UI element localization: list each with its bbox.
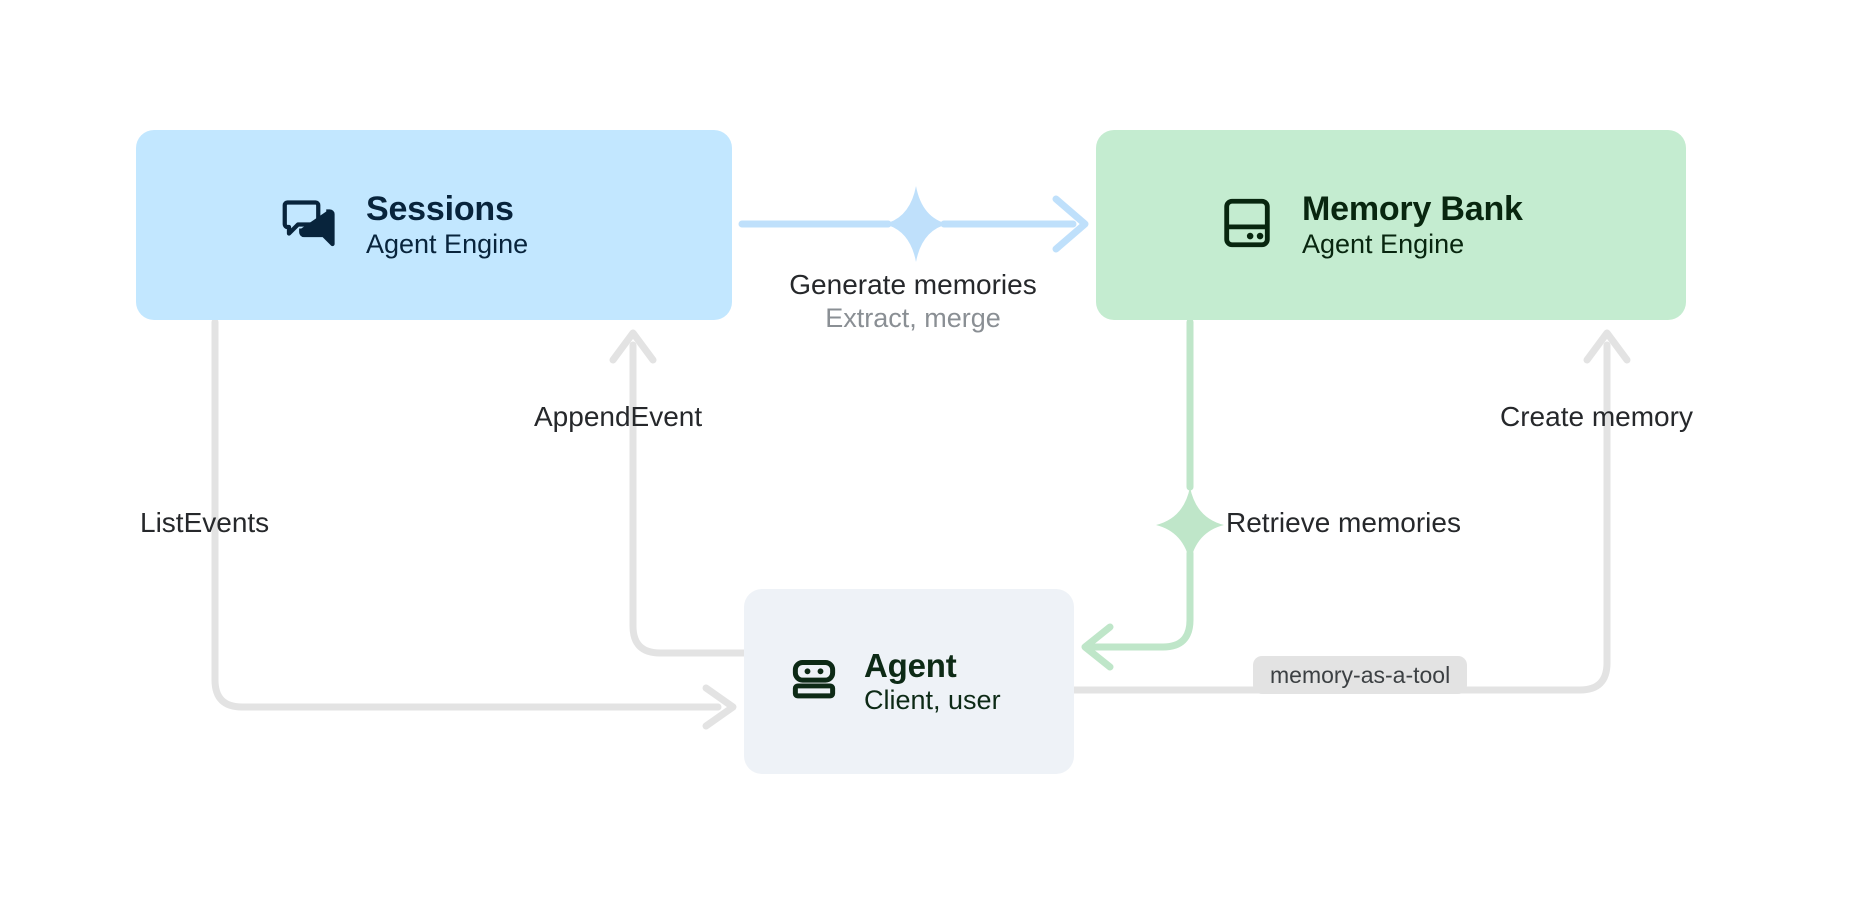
- edge-append-event: [609, 329, 748, 657]
- node-memory-bank[interactable]: Memory Bank Agent Engine: [1096, 130, 1686, 320]
- robot-icon: [788, 653, 840, 710]
- edge-label-append-event: AppendEvent: [534, 401, 703, 432]
- node-memory-bank-title: Memory Bank: [1302, 189, 1523, 228]
- node-sessions-text: Sessions Agent Engine: [366, 189, 529, 260]
- memory-as-a-tool-chip: memory-as-a-tool: [1253, 656, 1468, 694]
- edge-label-generate-memories-line1: Generate memories: [789, 269, 1037, 300]
- edge-label-generate-memories: Generate memories Extract, merge: [768, 268, 1058, 335]
- edge-label-list-events: ListEvents: [140, 507, 270, 538]
- node-memory-bank-subtitle: Agent Engine: [1302, 229, 1465, 260]
- edge-label-generate-memories-line2: Extract, merge: [825, 303, 1001, 334]
- node-agent[interactable]: Agent Client, user: [744, 589, 1074, 774]
- sparkle-icon: [1156, 487, 1224, 563]
- edge-label-create-memory: Create memory: [1500, 401, 1693, 432]
- edge-create-memory: [1070, 329, 1631, 694]
- edge-label-retrieve-memories: Retrieve memories: [1226, 507, 1461, 538]
- node-agent-subtitle: Client, user: [864, 685, 1001, 716]
- node-sessions[interactable]: Sessions Agent Engine: [136, 130, 732, 320]
- edge-retrieve-memories: [1081, 318, 1224, 671]
- edge-list-events: [211, 318, 737, 730]
- edge-generate-memories: [738, 186, 1089, 262]
- node-sessions-title: Sessions: [366, 189, 514, 228]
- node-agent-text: Agent Client, user: [864, 646, 1001, 716]
- node-agent-title: Agent: [864, 646, 957, 684]
- node-memory-bank-text: Memory Bank Agent Engine: [1302, 189, 1523, 260]
- sparkle-icon: [884, 186, 948, 262]
- forum-icon: [280, 193, 340, 258]
- database-icon: [1218, 194, 1276, 257]
- node-sessions-subtitle: Agent Engine: [366, 229, 529, 260]
